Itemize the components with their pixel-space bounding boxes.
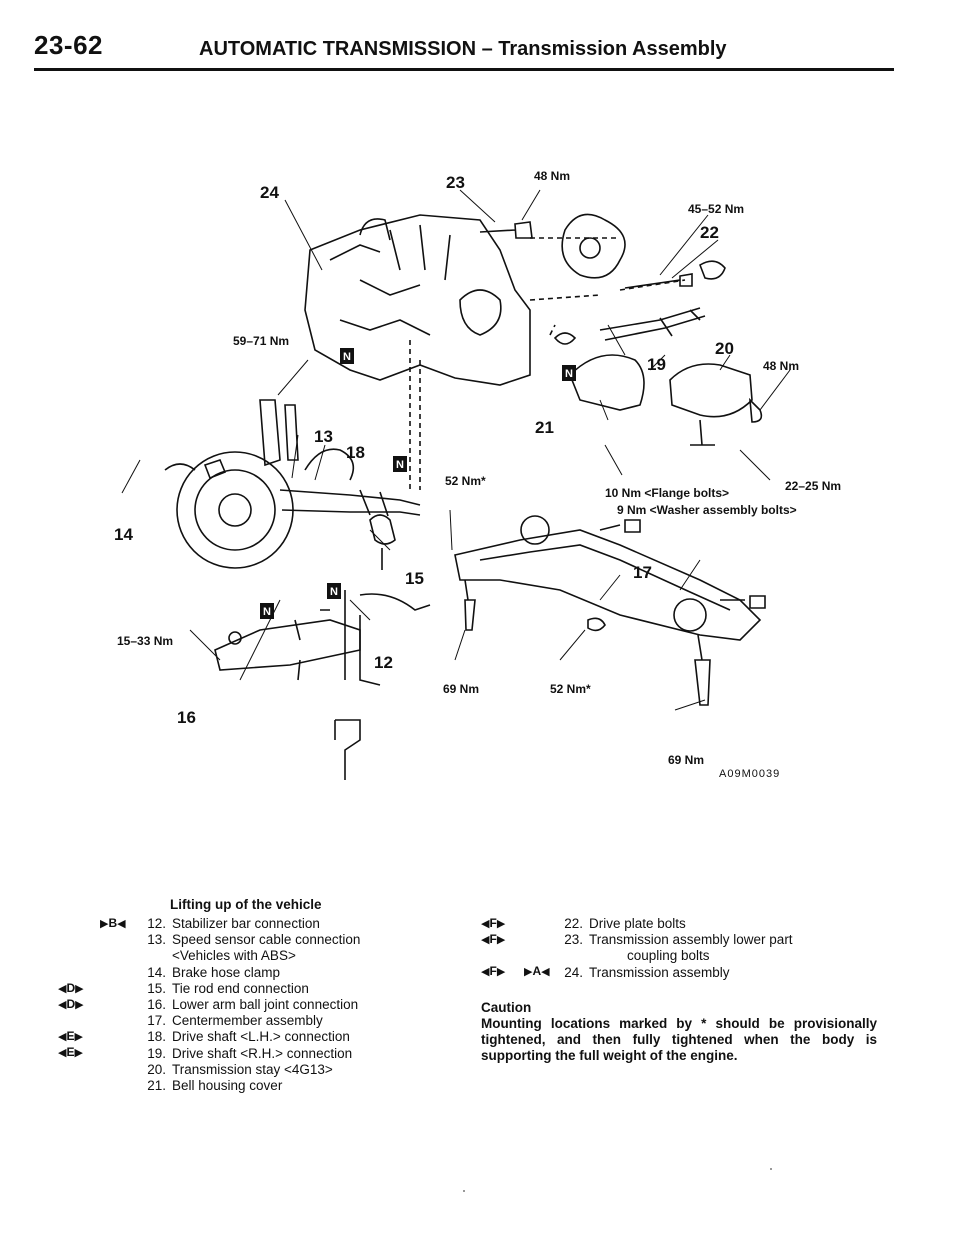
callout-20: 20	[715, 339, 734, 358]
arrow-left-icon: ◀	[481, 966, 490, 978]
callout-18: 18	[346, 443, 365, 462]
list-item: coupling bolts	[627, 948, 710, 964]
caution-body: Mounting locations marked by * should be…	[481, 1016, 877, 1063]
arrow-right-icon: ▶	[496, 966, 506, 978]
marker-d-install: ◀D▶	[58, 997, 84, 1011]
figure-code: A09M0039	[719, 768, 780, 780]
arrow-left-icon: ◀	[58, 999, 67, 1011]
page-number: 23-62	[34, 30, 103, 60]
centermember-shape	[454, 529, 762, 641]
torque-69-left: 69 Nm	[443, 682, 479, 696]
list-item: 20.Transmission stay <4G13>	[147, 1061, 333, 1077]
tighten-badges: N N N N N	[260, 348, 576, 619]
transmission-stay-shape	[669, 363, 753, 418]
scan-speck	[463, 1190, 465, 1192]
torque-59-71: 59–71 Nm	[233, 334, 289, 348]
list-item: 24.Transmission assembly	[564, 964, 730, 980]
callout-21: 21	[535, 418, 554, 437]
arrow-right-icon: ▶	[496, 918, 506, 930]
torque-52-star-top: 52 Nm*	[445, 474, 486, 488]
drive-shaft-right-shape	[599, 307, 706, 341]
arrow-right-icon: ▶	[100, 918, 109, 930]
callout-16: 16	[177, 708, 196, 727]
marker-e-install: ◀E▶	[58, 1029, 83, 1043]
arrow-right-icon: ▶	[496, 934, 506, 946]
bell-housing-cover-shape	[569, 354, 645, 411]
arrow-right-icon: ▶	[75, 983, 84, 995]
procedure-title: Lifting up of the vehicle	[170, 897, 322, 912]
svg-text:N: N	[330, 586, 338, 598]
marker-f-install: ◀F▶	[481, 964, 506, 978]
lower-arm-shape	[214, 619, 361, 671]
procedure-list-right: 22.Drive plate bolts 23.Transmission ass…	[557, 916, 897, 981]
page-header: 23-62 AUTOMATIC TRANSMISSION – Transmiss…	[34, 30, 894, 74]
arrow-left-icon: ◀	[58, 1047, 67, 1059]
diagram-linework	[121, 189, 791, 780]
list-item: 12.Stabilizer bar connection	[147, 916, 320, 931]
arrow-right-icon: ▶	[524, 966, 533, 978]
svg-text:N: N	[263, 606, 271, 618]
torque-69-right: 69 Nm	[668, 753, 704, 767]
svg-text:N: N	[565, 368, 573, 380]
list-item: 14.Brake hose clamp	[147, 964, 281, 980]
torque-48-top: 48 Nm	[534, 169, 570, 183]
torque-9-washer: 9 Nm <Washer assembly bolts>	[617, 503, 797, 517]
list-item: 15.Tie rod end connection	[147, 980, 309, 996]
procedure-list-left: 12.Stabilizer bar connection 13.Speed se…	[140, 916, 440, 1094]
arrow-left-icon: ◀	[58, 1031, 67, 1043]
list-item: 13.Speed sensor cable connection	[147, 932, 361, 948]
torque-52-star-bottom: 52 Nm*	[550, 682, 591, 696]
callout-23: 23	[446, 173, 465, 192]
arrow-left-icon: ◀	[481, 934, 490, 946]
list-item: 19.Drive shaft <R.H.> connection	[147, 1045, 353, 1061]
transmission-housing-shape	[304, 214, 531, 386]
callout-19: 19	[647, 355, 666, 374]
callout-24: 24	[260, 183, 279, 202]
callout-22: 22	[700, 223, 719, 242]
marker-f-install: ◀F▶	[481, 932, 506, 946]
arrow-right-icon: ▶	[74, 1047, 83, 1059]
arrow-right-icon: ▶	[74, 1031, 83, 1043]
torque-45-52: 45–52 Nm	[688, 202, 744, 216]
marker-a-removal: ▶A◀	[524, 964, 550, 978]
torque-48-right: 48 Nm	[763, 359, 799, 373]
arrow-left-icon: ◀	[58, 983, 67, 995]
torque-15-33: 15–33 Nm	[117, 634, 173, 648]
svg-text:N: N	[343, 351, 351, 363]
scan-speck	[770, 1168, 772, 1170]
callout-17: 17	[633, 563, 652, 582]
list-item: 17.Centermember assembly	[147, 1013, 323, 1029]
list-item: 16.Lower arm ball joint connection	[147, 996, 359, 1012]
drive-shaft-left-shape	[279, 489, 421, 517]
drive-plate-shape	[561, 213, 626, 279]
callout-15: 15	[405, 569, 424, 588]
list-item: 21.Bell housing cover	[147, 1077, 283, 1093]
marker-e-install: ◀E▶	[58, 1045, 83, 1059]
torque-22-25: 22–25 Nm	[785, 479, 841, 493]
arrow-right-icon: ▶	[75, 999, 84, 1011]
callout-12: 12	[374, 653, 393, 672]
exploded-view-diagram: N N N N N 24 23 22 20 19 21 13 18 14 15 …	[114, 169, 841, 780]
page-title: AUTOMATIC TRANSMISSION – Transmission As…	[199, 38, 727, 60]
arrow-left-icon: ◀	[541, 966, 550, 978]
marker-b-removal: ▶B◀	[100, 916, 126, 930]
list-item: 18.Drive shaft <L.H.> connection	[147, 1029, 350, 1045]
svg-text:N: N	[396, 459, 404, 471]
arrow-left-icon: ◀	[481, 918, 490, 930]
arrow-left-icon: ◀	[117, 918, 126, 930]
list-item: 23.Transmission assembly lower part	[564, 932, 793, 948]
header-rule	[34, 68, 894, 71]
caution-title: Caution	[481, 1000, 532, 1015]
callout-13: 13	[314, 427, 333, 446]
torque-10-flange: 10 Nm <Flange bolts>	[605, 486, 729, 500]
marker-f-install: ◀F▶	[481, 916, 506, 930]
marker-d-install: ◀D▶	[58, 981, 84, 995]
list-item: 22.Drive plate bolts	[564, 916, 686, 931]
callout-14: 14	[114, 525, 133, 544]
list-item: <Vehicles with ABS>	[172, 948, 296, 964]
